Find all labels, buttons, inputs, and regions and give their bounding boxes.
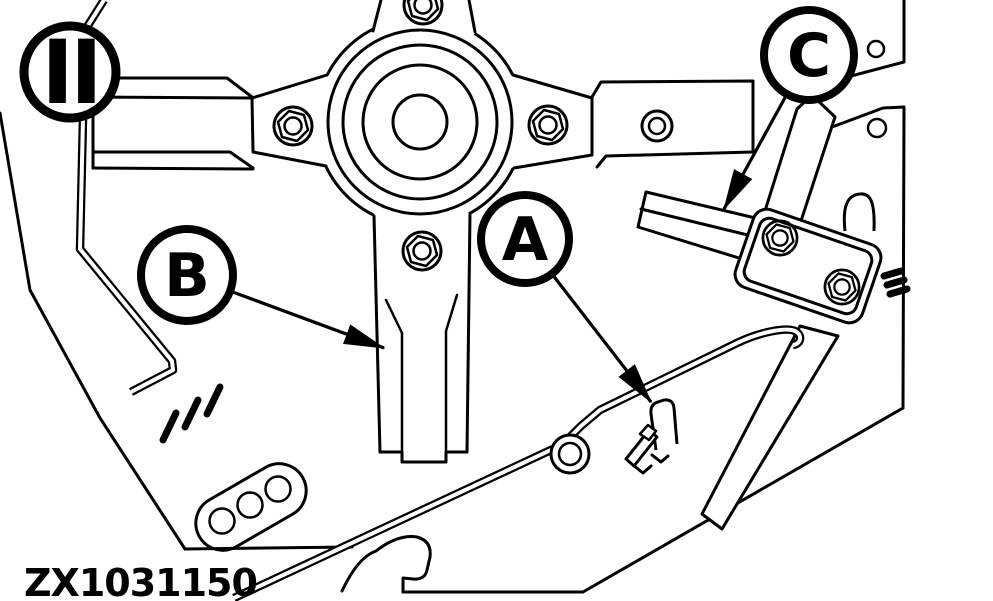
wire-linkage — [232, 325, 805, 601]
boss-hole-1 — [208, 507, 236, 535]
callout-b-label: B — [164, 241, 210, 311]
dipstick-rod — [75, 0, 178, 396]
plate-hole-lower — [866, 117, 888, 139]
arrow-c — [722, 93, 789, 211]
mounting-plate — [0, 0, 906, 594]
plate-bottom-right-edge — [401, 406, 905, 594]
grommet-ring-inner — [557, 441, 583, 467]
right-arm — [511, 73, 594, 170]
crossbar-front-top-left — [91, 95, 254, 100]
callout-c-label: C — [787, 21, 831, 91]
plate-left-edge — [0, 111, 187, 551]
hub-center-hole — [391, 93, 449, 151]
right-mechanism — [636, 93, 911, 531]
callout-a-circle — [477, 191, 573, 287]
bottom-arm-tip — [378, 450, 469, 464]
hub-ring-outer — [326, 28, 514, 216]
spider-hub-assembly — [250, 0, 594, 464]
crossbar-bottom-left — [91, 150, 255, 171]
three-hole-boss — [194, 462, 308, 552]
crossbar-bottom-right — [595, 150, 755, 169]
plate-right-edge — [830, 105, 906, 410]
callout-arrows — [229, 93, 789, 404]
arrow-b — [229, 289, 386, 350]
plate-hole-upper — [866, 39, 886, 59]
left-arm — [250, 73, 329, 168]
slot-marks — [159, 383, 224, 444]
top-arm — [371, 0, 477, 34]
arrow-a — [550, 273, 653, 404]
boss-hole-2 — [236, 491, 264, 519]
callouts: II B A C — [19, 6, 858, 325]
crossbar-washer-hole — [647, 116, 667, 136]
lever-blade-lower — [700, 324, 840, 531]
hub-ring-middle — [341, 43, 499, 201]
callout-b-circle — [137, 225, 237, 325]
callout-a-label: A — [502, 205, 549, 275]
bracket-tab — [842, 192, 876, 232]
crossbar-top-left — [108, 76, 254, 99]
flat-link-bar — [636, 190, 770, 264]
figure-code-label: ZX1031150 — [24, 561, 257, 601]
hub-ring-inner — [361, 63, 479, 181]
bracket-terminals — [880, 267, 911, 298]
crossbar-washer — [640, 109, 674, 143]
callout-c-circle — [760, 6, 858, 104]
crossbar — [91, 76, 755, 171]
callout-ii-circle — [19, 21, 121, 123]
grommet-ring — [549, 433, 591, 475]
clip-tab — [649, 398, 679, 451]
boss-hole-3 — [264, 475, 292, 503]
crossbar-right-end — [590, 79, 755, 154]
plate-lug-tab — [340, 535, 432, 594]
bottom-arm-inner-lines — [384, 293, 459, 452]
clip-nut — [638, 423, 658, 442]
clip-feet — [631, 453, 670, 475]
callout-ii-label: II — [41, 21, 98, 124]
